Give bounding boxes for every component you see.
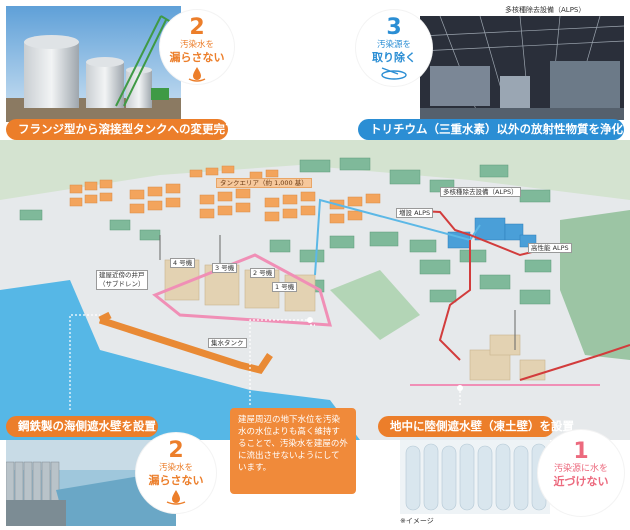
badge-line2: 近づけない [553,475,609,488]
badge-line1: 汚染源を [376,40,411,50]
note-groundwater: 建屋周辺の地下水位を汚染水の水位よりも高く維持することで、汚染水を建屋の外に流出… [230,408,356,494]
banner-purify: トリチウム（三重水素）以外の放射性物質を浄化 [358,119,624,140]
banner-tank-change: フランジ型から溶接型タンクへの変更完了 [6,119,237,140]
label-unit4: 4 号機 [170,258,196,268]
badge-line1: 汚染水を [179,40,214,50]
label-subdrain: 建屋近傍の井戸 （サブドレン） [96,270,148,290]
dish-icon [381,67,407,80]
photo-welded-tanks [6,6,181,122]
label-high-perf-alps: 高性能 ALPS [528,243,572,253]
badge-number: 3 [386,15,402,40]
label-subdrain-line2: （サブドレン） [99,280,145,288]
badge-line2: 取り除く [372,51,416,64]
badge-line1: 汚染水を [158,463,193,473]
label-unit2: 2 号機 [250,268,276,278]
label-tank-area: タンクエリア（約 1,000 基） [216,178,312,188]
plant-aerial-map: タンクエリア（約 1,000 基） 多核種除去設備（ALPS） 増設 ALPS … [0,140,630,440]
badge-number: 2 [168,438,184,463]
badge-prevent-leak-bottom: 2 汚染水を 漏らさない [136,433,216,513]
badge-prevent-leak-top: 2 汚染水を 漏らさない [160,10,234,84]
label-additional-alps: 増設 ALPS [396,208,434,218]
label-alps: 多核種除去設備（ALPS） [440,187,521,197]
water-drop-icon [166,490,186,505]
top-right-caption: 多核種除去設備（ALPS） [505,6,586,14]
photo-alps [420,16,624,120]
banner-frozen-wall: 地中に陸側遮水壁（凍土壁）を設置 [378,416,574,437]
badge-line1: 汚染源に水を [553,464,608,474]
label-unit1: 1 号機 [272,282,298,292]
banner-sea-wall: 鋼鉄製の海側遮水壁を設置 [6,416,158,437]
label-water-tank: 集水タンク [208,338,247,348]
badge-remove-source: 3 汚染源を 取り除く [356,10,432,86]
photo-frozen-wall [400,440,550,514]
label-subdrain-line1: 建屋近傍の井戸 [99,271,145,279]
badge-number: 1 [573,439,589,464]
image-caption: ※イメージ [400,517,434,525]
water-drop-icon [188,67,206,82]
badge-number: 2 [189,15,205,40]
badge-line2: 漏らさない [148,474,204,487]
badge-keep-water-away: 1 汚染源に水を 近づけない [538,430,624,516]
label-unit3: 3 号機 [212,263,238,273]
badge-line2: 漏らさない [169,51,225,64]
